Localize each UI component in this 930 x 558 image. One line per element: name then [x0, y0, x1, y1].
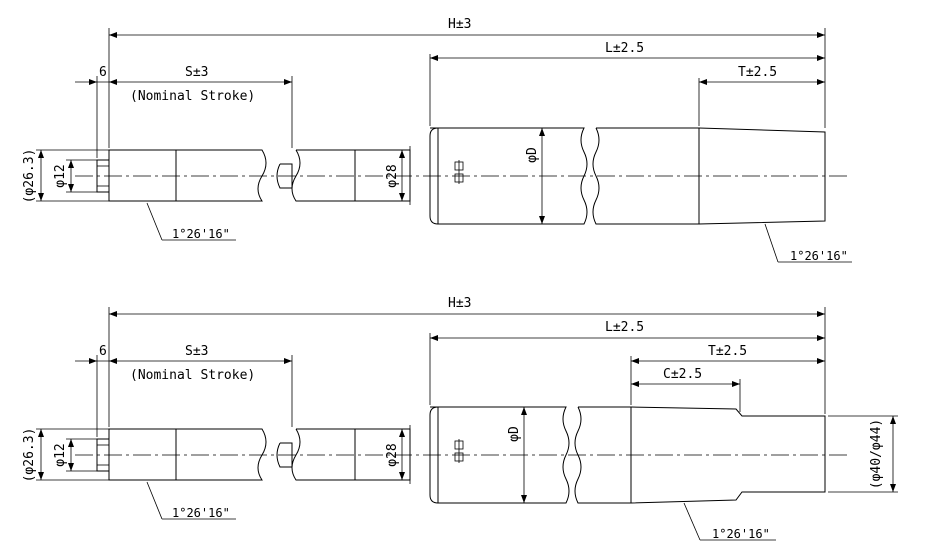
- dim-tip-dia: (φ40/φ44): [869, 419, 884, 489]
- rod-left: [108, 149, 267, 202]
- dim-rod-offset: 6: [99, 65, 107, 80]
- dim-body-length: L±2.5: [605, 41, 644, 56]
- stroke-note: (Nominal Stroke): [130, 89, 255, 104]
- dim-taper-length: T±2.5: [738, 65, 777, 80]
- dim-stroke: S±3: [185, 65, 208, 80]
- cylinder-body: [429, 406, 826, 504]
- dim-rod-end-dia: φ28: [385, 443, 400, 466]
- bottom-drawing: H±3 L±2.5 T±2.5 C±2.5 6 S±3 (Nominal Str…: [22, 296, 898, 541]
- rod-middle: [276, 425, 411, 484]
- dim-cone-length: C±2.5: [663, 367, 702, 382]
- dim-taper-length: T±2.5: [708, 344, 747, 359]
- body-marking-icon: [454, 439, 464, 463]
- cylinder-body: [429, 127, 826, 225]
- dim-rod-dia: φ12: [53, 164, 68, 187]
- body-marking-icon: [454, 160, 464, 184]
- top-drawing: H±3 L±2.5 T±2.5 6 S±3 (Nominal Stroke) (…: [22, 17, 852, 263]
- dim-body-dia: φD: [507, 426, 522, 442]
- rod-middle: [276, 146, 411, 205]
- dim-rod-offset: 6: [99, 344, 107, 359]
- dim-end-dia-ref: (φ26.3): [22, 428, 37, 483]
- dim-rod-dia: φ12: [53, 443, 68, 466]
- dim-stroke: S±3: [185, 344, 208, 359]
- dim-rod-end-dia: φ28: [385, 164, 400, 187]
- dim-overall-length: H±3: [448, 296, 471, 311]
- taper-left-angle: 1°26'16": [172, 227, 230, 241]
- taper-left-angle: 1°26'16": [172, 506, 230, 520]
- dim-end-dia-ref: (φ26.3): [22, 149, 37, 204]
- stroke-note: (Nominal Stroke): [130, 368, 255, 383]
- rod-left: [108, 428, 267, 481]
- dim-overall-length: H±3: [448, 17, 471, 32]
- taper-right-angle: 1°26'16": [790, 249, 848, 263]
- dim-body-length: L±2.5: [605, 320, 644, 335]
- taper-right-angle: 1°26'16": [712, 527, 770, 541]
- dim-body-dia: φD: [525, 147, 540, 163]
